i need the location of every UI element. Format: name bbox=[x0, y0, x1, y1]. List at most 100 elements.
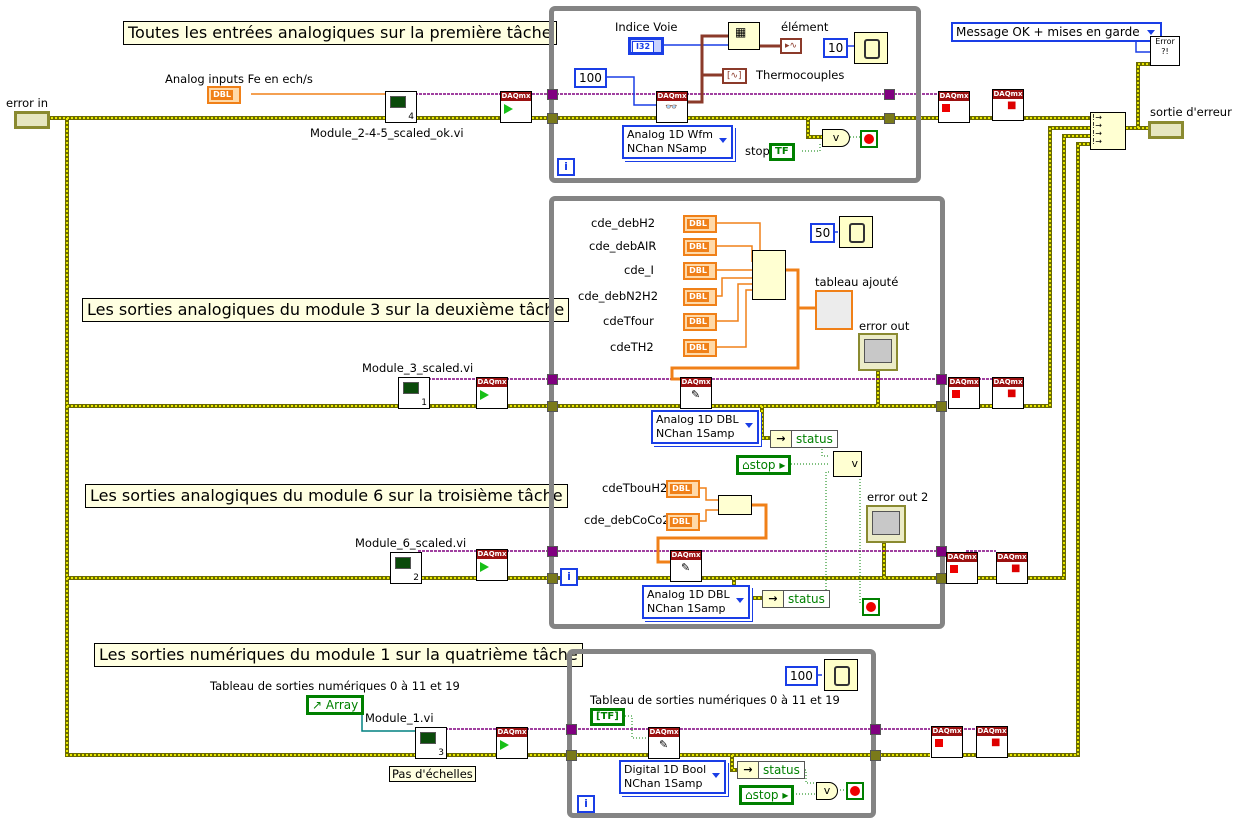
daqmx-tag: DAQmx bbox=[993, 378, 1023, 387]
daqmx-clear-task-2[interactable]: DAQmx■ bbox=[992, 377, 1024, 409]
daqmx-tag: DAQmx bbox=[932, 727, 962, 736]
compound-or-node: v bbox=[833, 451, 862, 477]
wait-constant-2[interactable]: 50 bbox=[810, 223, 836, 243]
daqmx-stop-task-4[interactable]: DAQmx bbox=[931, 726, 963, 758]
write-mode-line1: Digital 1D Bool bbox=[624, 763, 707, 776]
tableau-label: tableau ajouté bbox=[815, 275, 899, 289]
daqmx-write-1[interactable]: DAQmx✎ bbox=[680, 377, 712, 409]
input-control-6[interactable]: DBL bbox=[666, 480, 700, 498]
daqmx-start-task-3[interactable]: DAQmx bbox=[476, 549, 508, 581]
simple-error-handler[interactable]: Error ?! bbox=[1150, 36, 1180, 66]
daqmx-read[interactable]: DAQmx👓 bbox=[656, 91, 688, 123]
watch-icon bbox=[849, 223, 865, 243]
dbl-tag: DBL bbox=[687, 266, 709, 276]
wait-ms-node-2[interactable] bbox=[839, 216, 873, 248]
module-1-label: Module_1.vi bbox=[365, 711, 434, 725]
daqmx-stop-task-2[interactable]: DAQmx bbox=[948, 377, 980, 409]
module-245-vi[interactable]: 4 bbox=[385, 91, 417, 123]
comment-task2: Les sorties analogiques du module 3 sur … bbox=[82, 298, 570, 322]
while-loop-2[interactable] bbox=[549, 196, 945, 629]
eraser-icon: ■ bbox=[991, 737, 1001, 748]
input-control-2[interactable]: DBL bbox=[683, 262, 717, 280]
input-control-0[interactable]: DBL bbox=[683, 215, 717, 233]
stop-local-variable-1[interactable]: ⌂stop ▸ bbox=[736, 455, 792, 475]
daqmx-tag: DAQmx bbox=[671, 551, 701, 560]
daqmx-stop-task-1[interactable]: DAQmx bbox=[938, 91, 970, 123]
analog-inputs-control[interactable]: DBL bbox=[207, 86, 241, 104]
status-label: status bbox=[788, 592, 825, 606]
array-label: Array bbox=[325, 698, 359, 712]
error-in-control[interactable] bbox=[14, 111, 50, 129]
stop-label: stop bbox=[749, 458, 776, 472]
daqmx-tag: DAQmx bbox=[993, 90, 1023, 99]
daqmx-start-task-2[interactable]: DAQmx bbox=[476, 377, 508, 409]
input-label-5: cdeTH2 bbox=[610, 340, 654, 354]
daqmx-tag: DAQmx bbox=[681, 378, 711, 387]
chevron-down-icon bbox=[712, 773, 721, 778]
input-label-0: cde_debH2 bbox=[591, 216, 656, 230]
wait-constant-4[interactable]: 100 bbox=[785, 666, 818, 686]
daqmx-write-3[interactable]: DAQmx✎ bbox=[648, 727, 680, 759]
play-icon bbox=[480, 390, 489, 400]
dbl-tag: DBL bbox=[687, 219, 709, 229]
stop-local-variable-4[interactable]: ⌂stop ▸ bbox=[739, 785, 795, 805]
stop-square-icon bbox=[935, 739, 943, 747]
write-mode-line1: Analog 1D DBL bbox=[647, 588, 730, 601]
daqmx-clear-task-3[interactable]: DAQmx■ bbox=[996, 552, 1028, 584]
loop-stop-terminal-4 bbox=[846, 782, 864, 800]
daqmx-clear-task-1[interactable]: DAQmx■ bbox=[992, 89, 1024, 121]
iteration-terminal-1: i bbox=[557, 158, 575, 176]
wait-ms-node-1[interactable] bbox=[854, 32, 888, 64]
loop4-table-label: Tableau de sorties numériques 0 à 11 et … bbox=[590, 693, 840, 707]
daqmx-start-task-1[interactable]: DAQmx bbox=[500, 91, 532, 123]
build-array-node-2[interactable] bbox=[718, 495, 752, 515]
input-control-4[interactable]: DBL bbox=[683, 313, 717, 331]
element-indicator: ▸∿ bbox=[780, 38, 803, 54]
indice-voie-control[interactable]: I32 bbox=[628, 37, 664, 55]
array-control[interactable]: ↗ Array bbox=[306, 695, 365, 715]
daqmx-tag: DAQmx bbox=[477, 378, 507, 387]
pencil-icon: ✎ bbox=[691, 388, 701, 401]
daqmx-start-task-4[interactable]: DAQmx bbox=[496, 727, 528, 759]
thermocouples-indicator: [∿] bbox=[722, 68, 747, 84]
or-node-1: v bbox=[822, 129, 850, 147]
comment-task4: Les sorties numériques du module 1 sur l… bbox=[94, 643, 583, 667]
stop-square-icon bbox=[942, 104, 950, 112]
error-tunnel bbox=[547, 573, 558, 584]
input-control-3[interactable]: DBL bbox=[683, 288, 717, 306]
dbl-tag: DBL bbox=[687, 343, 709, 353]
chevron-down-icon bbox=[718, 138, 727, 143]
stop-control-1[interactable]: TF bbox=[769, 143, 795, 161]
module-3-vi[interactable]: 1 bbox=[398, 377, 430, 409]
module-1-vi[interactable]: 3 bbox=[415, 727, 447, 759]
module-6-vi[interactable]: 2 bbox=[390, 552, 422, 584]
comment-task1: Toutes les entrées analogiques sur la pr… bbox=[123, 21, 557, 45]
build-array-node-6[interactable] bbox=[752, 250, 786, 300]
eraser-icon: ■ bbox=[1007, 100, 1017, 111]
chevron-down-icon bbox=[735, 598, 744, 603]
daqmx-stop-task-3[interactable]: DAQmx bbox=[946, 552, 978, 584]
digital-table-control[interactable]: [TF] bbox=[590, 708, 625, 726]
error-tunnel bbox=[936, 401, 947, 412]
daqmx-tag: DAQmx bbox=[977, 727, 1007, 736]
glasses-icon: 👓 bbox=[665, 102, 678, 113]
error-out-label: error out bbox=[859, 319, 910, 333]
samples-constant[interactable]: 100 bbox=[574, 68, 607, 88]
play-icon bbox=[500, 740, 509, 750]
message-type-menu[interactable]: Message OK + mises en garde bbox=[951, 22, 1162, 42]
daqmx-write-2[interactable]: DAQmx✎ bbox=[670, 550, 702, 582]
stop-icon bbox=[864, 134, 874, 144]
input-control-1[interactable]: DBL bbox=[683, 238, 717, 256]
index-array-node[interactable]: ▦ bbox=[728, 22, 760, 50]
daqmx-clear-task-4[interactable]: DAQmx■ bbox=[976, 726, 1008, 758]
wait-constant-1[interactable]: 10 bbox=[823, 38, 849, 58]
wait-ms-node-4[interactable] bbox=[824, 659, 858, 691]
input-control-7[interactable]: DBL bbox=[666, 513, 700, 531]
merge-errors-node[interactable]: !→!→!→!→ bbox=[1090, 112, 1126, 150]
input-control-5[interactable]: DBL bbox=[683, 339, 717, 357]
arrow-icon: → bbox=[771, 431, 792, 447]
